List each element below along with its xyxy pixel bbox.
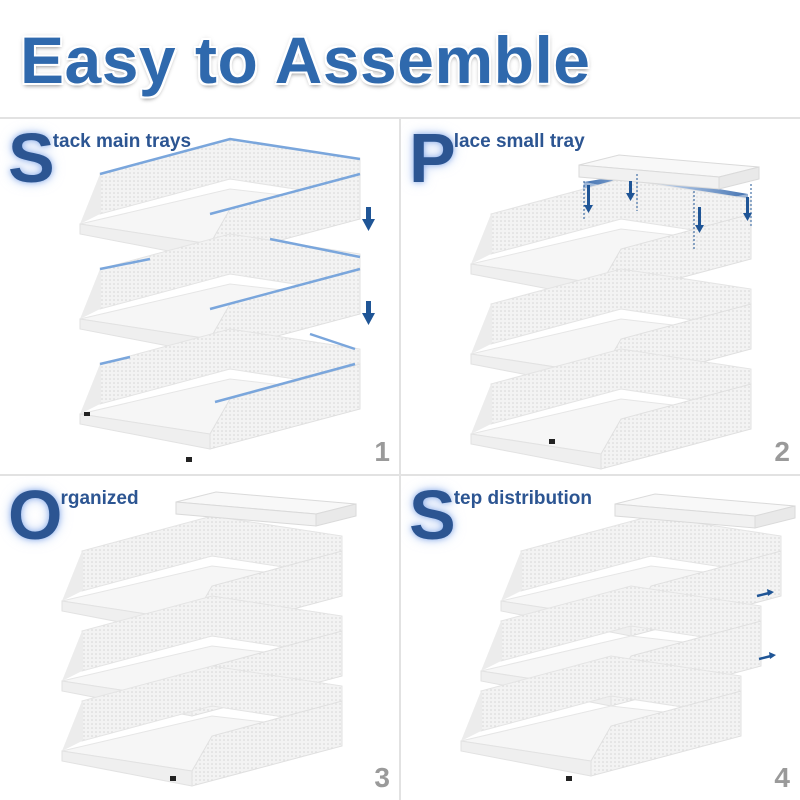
- heading-text: rganized: [60, 488, 139, 509]
- heading-text: tack main trays: [52, 131, 192, 152]
- step-number-1: 1: [374, 436, 390, 467]
- place-small-tray-illustration: [470, 154, 760, 470]
- right-arrow-icon: [756, 589, 774, 598]
- step-heading-3: Organized: [8, 480, 139, 550]
- step-number-3: 3: [374, 762, 390, 793]
- step-distribution-illustration: [460, 493, 796, 781]
- step-panel-2: Place small tray 2: [401, 119, 800, 474]
- down-arrow-icon: [584, 185, 593, 213]
- heading-text: lace small tray: [453, 131, 585, 152]
- step-panel-4: Step distribution 4: [401, 476, 800, 800]
- down-arrow-icon: [695, 207, 704, 233]
- down-arrow-icon: [362, 301, 375, 325]
- step-number-4: 4: [774, 762, 790, 793]
- step-heading-4: Step distribution: [409, 480, 592, 550]
- heading-initial: P: [409, 119, 456, 197]
- step-panel-1: Stack main trays 1: [0, 119, 400, 474]
- grid-divider-vertical: [399, 117, 401, 800]
- down-arrow-icon: [362, 207, 375, 231]
- right-arrow-icon: [758, 652, 776, 661]
- stack-trays-illustration: [79, 137, 361, 462]
- down-arrow-icon: [743, 197, 752, 221]
- step-panel-3: Organized 3: [0, 476, 400, 800]
- step-heading-2: Place small tray: [409, 123, 585, 193]
- heading-initial: O: [8, 476, 63, 554]
- heading-initial: S: [8, 119, 55, 197]
- page-title: Easy to Assemble: [20, 23, 591, 97]
- step-heading-1: Stack main trays: [8, 123, 191, 193]
- organized-illustration: [61, 491, 357, 787]
- heading-initial: S: [409, 476, 456, 554]
- down-arrow-icon: [626, 181, 635, 201]
- step-number-2: 2: [774, 436, 790, 467]
- heading-text: tep distribution: [453, 488, 592, 509]
